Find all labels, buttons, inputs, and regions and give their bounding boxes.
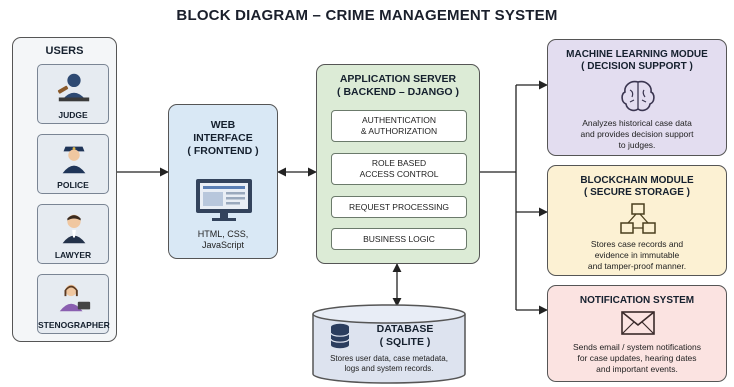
user-card-lawyer: LAWYER — [37, 204, 109, 264]
app-module-auth: AUTHENTICATION & AUTHORIZATION — [331, 110, 467, 142]
db-heading-line2: ( SQLITE ) — [379, 336, 431, 348]
db-heading-line1: DATABASE — [376, 323, 434, 335]
envelope-icon — [621, 311, 655, 335]
notify-desc-line2: for case updates, hearing dates — [577, 353, 697, 363]
blockchain-heading-line1: BLOCKCHAIN MODULE — [580, 175, 694, 186]
blockchain-heading-line2: ( SECURE STORAGE ) — [584, 187, 690, 198]
user-card-judge: JUDGE — [37, 64, 109, 124]
user-card-police: POLICE — [37, 134, 109, 194]
lawyer-icon — [62, 214, 86, 244]
web-heading-line1: WEB — [210, 119, 236, 131]
web-interface-box: WEB INTERFACE ( FRONTEND ) HTML, CSS, Ja… — [168, 104, 278, 259]
blockchain-desc-line3: and tamper-proof manner. — [587, 261, 687, 271]
notify-heading-line1: NOTIFICATION SYSTEM — [579, 295, 695, 306]
user-label-judge: JUDGE — [58, 110, 88, 120]
user-card-stenographer: STENOGRAPHER — [37, 274, 110, 334]
app-heading-line1: APPLICATION SERVER — [339, 73, 457, 85]
user-label-lawyer: LAWYER — [54, 250, 92, 260]
ml-module-box: MACHINE LEARNING MODUE ( DECISION SUPPOR… — [547, 39, 727, 156]
web-tech-line2: JavaScript — [201, 240, 245, 250]
notify-desc-line3: and important events. — [596, 364, 678, 374]
ml-heading-line1: MACHINE LEARNING MODUE — [566, 49, 708, 60]
database-icon — [330, 323, 350, 349]
app-module-rbac-line1: ROLE BASED — [371, 158, 427, 168]
app-module-business: BUSINESS LOGIC — [331, 228, 467, 250]
users-panel: USERS JUDGE POLICE LAWYER — [12, 37, 117, 342]
web-heading-line2: INTERFACE — [193, 132, 253, 144]
db-desc-line2: logs and system records. — [344, 364, 434, 373]
app-module-request: REQUEST PROCESSING — [331, 196, 467, 218]
blocks-icon — [620, 203, 656, 234]
police-icon — [62, 146, 86, 174]
web-heading-line3: ( FRONTEND ) — [187, 145, 259, 157]
user-label-stenographer: STENOGRAPHER — [38, 320, 110, 330]
monitor-icon — [196, 179, 252, 221]
ml-desc-line1: Analyzes historical case data — [582, 118, 692, 128]
app-module-rbac-line2: ACCESS CONTROL — [359, 169, 439, 179]
app-module-auth-line2: & AUTHORIZATION — [360, 126, 438, 136]
notification-system-box: NOTIFICATION SYSTEM Sends email / system… — [547, 285, 727, 382]
notify-desc-line1: Sends email / system notifications — [572, 342, 702, 352]
app-module-request-label: REQUEST PROCESSING — [349, 201, 449, 212]
ml-desc-line3: to judges. — [618, 140, 656, 150]
app-module-rbac: ROLE BASED ACCESS CONTROL — [331, 153, 467, 185]
database-cylinder — [312, 304, 466, 384]
stenographer-icon — [59, 284, 91, 312]
user-label-police: POLICE — [57, 180, 89, 190]
ml-heading-line2: ( DECISION SUPPORT ) — [581, 61, 693, 72]
blockchain-desc-line2: evidence in immutable — [594, 250, 680, 260]
app-heading-line2: ( BACKEND – DJANGO ) — [337, 86, 459, 98]
app-module-business-label: BUSINESS LOGIC — [363, 233, 435, 244]
brain-icon — [621, 80, 655, 112]
ml-desc-line2: and provides decision support — [580, 129, 694, 139]
judge-icon — [57, 73, 90, 102]
users-heading: USERS — [45, 45, 84, 57]
db-desc-line1: Stores user data, case metadata, — [330, 354, 448, 363]
web-tech-line1: HTML, CSS, — [197, 229, 249, 239]
diagram-title: BLOCK DIAGRAM – CRIME MANAGEMENT SYSTEM — [176, 7, 558, 24]
app-module-auth-line1: AUTHENTICATION — [362, 115, 436, 125]
blockchain-desc-line1: Stores case records and — [590, 239, 684, 249]
blockchain-module-box: BLOCKCHAIN MODULE ( SECURE STORAGE ) Sto… — [547, 165, 727, 276]
